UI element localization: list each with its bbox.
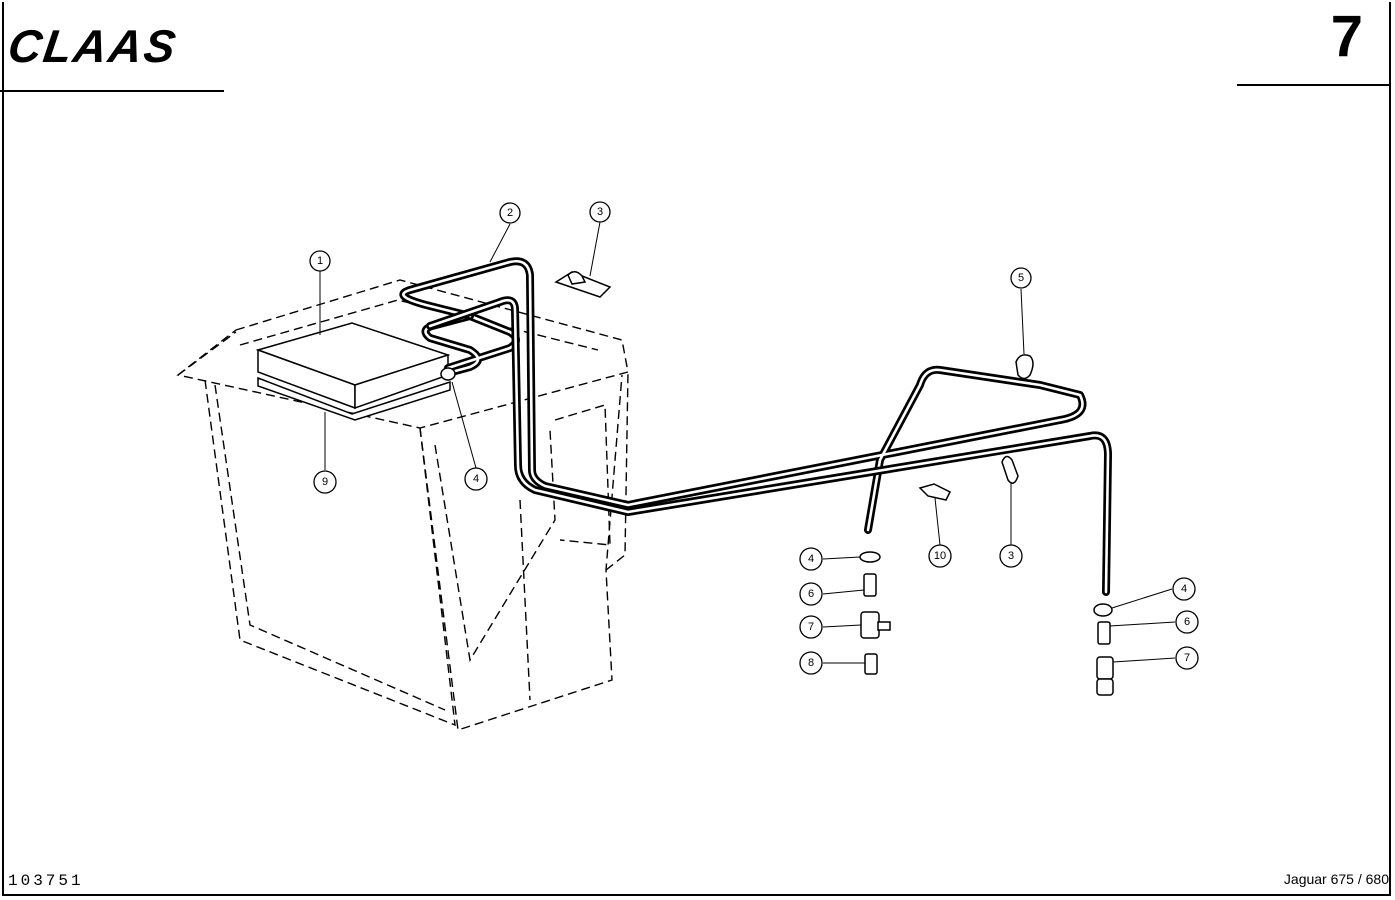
- callout-5: 5: [1010, 267, 1032, 289]
- callout-label: 3: [1008, 550, 1014, 562]
- callout-4-filter: 4: [464, 467, 488, 491]
- callout-6-right: 6: [1175, 610, 1199, 634]
- callout-3-top: 3: [589, 201, 611, 223]
- callout-label: 6: [1184, 616, 1190, 628]
- callout-3-right: 3: [999, 544, 1023, 568]
- callout-7-left: 7: [799, 615, 823, 639]
- callout-label: 1: [317, 255, 323, 267]
- callout-label: 5: [1018, 272, 1024, 284]
- callout-label: 4: [473, 473, 479, 485]
- filter-unit: [255, 322, 451, 421]
- callout-label: 9: [322, 476, 328, 488]
- logo-rule: [0, 90, 224, 92]
- callout-label: 2: [507, 207, 513, 219]
- callout-4-left: 4: [799, 547, 823, 571]
- brand-wordmark: CLAAS: [10, 22, 181, 70]
- callout-label: 7: [808, 621, 814, 633]
- callout-2: 2: [499, 202, 521, 224]
- callout-7-right: 7: [1175, 646, 1199, 670]
- callout-9: 9: [313, 470, 337, 494]
- drawing-number: 103751: [8, 872, 84, 890]
- callout-label: 10: [934, 550, 946, 562]
- callout-label: 7: [1184, 652, 1190, 664]
- callout-10: 10: [928, 544, 952, 568]
- callout-label: 4: [1181, 583, 1187, 595]
- callout-label: 3: [597, 206, 603, 218]
- callout-8: 8: [799, 651, 823, 675]
- pipe-line-main: [399, 257, 1112, 596]
- callout-label: 6: [808, 588, 814, 600]
- callout-label: 8: [808, 657, 814, 669]
- page-number: 7: [1330, 4, 1363, 69]
- model-label: Jaguar 675 / 680: [1283, 871, 1389, 887]
- page-number-rule: [1237, 84, 1391, 86]
- callout-1: 1: [309, 250, 331, 272]
- leader-lines: [319, 221, 1176, 664]
- callout-label: 4: [808, 553, 814, 565]
- callout-6-left: 6: [799, 582, 823, 606]
- claas-logo: CLAAS: [10, 22, 181, 70]
- callout-4-right: 4: [1172, 577, 1196, 601]
